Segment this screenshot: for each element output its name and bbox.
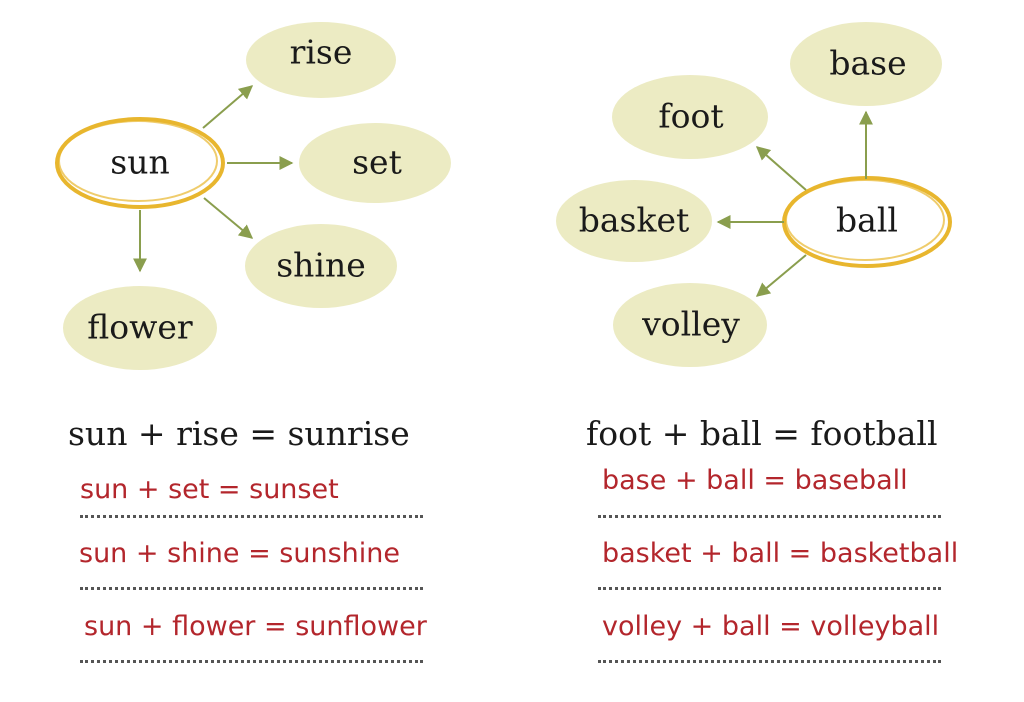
right-answer-line-1 bbox=[598, 515, 941, 518]
right-word-web: base foot basket volley ball bbox=[556, 22, 952, 367]
bubble-volley: volley bbox=[613, 283, 767, 367]
right-answer-line-2 bbox=[598, 587, 941, 590]
left-answer-line-1 bbox=[80, 515, 423, 518]
word-set: set bbox=[352, 143, 402, 182]
word-base: base bbox=[829, 44, 906, 83]
left-word-web: rise set shine flower sun bbox=[55, 22, 451, 370]
word-ball: ball bbox=[836, 201, 898, 240]
word-basket: basket bbox=[579, 201, 690, 240]
word-sun: sun bbox=[110, 143, 169, 182]
word-rise: rise bbox=[290, 33, 353, 72]
left-example-equation: sun + rise = sunrise bbox=[68, 414, 410, 453]
word-shine: shine bbox=[276, 246, 366, 285]
left-answer-line-3 bbox=[80, 660, 423, 663]
arrow-ball-to-volley bbox=[755, 254, 807, 297]
bubble-base: base bbox=[790, 22, 942, 106]
arrow-ball-to-foot bbox=[755, 146, 807, 191]
hub-ball: ball bbox=[782, 176, 952, 268]
left-answer-1: sun + set = sunset bbox=[80, 474, 339, 505]
bubble-set: set bbox=[299, 123, 451, 203]
arrow-sun-to-rise bbox=[202, 85, 254, 129]
right-answer-3: volley + ball = volleyball bbox=[602, 611, 940, 642]
bubble-basket: basket bbox=[556, 180, 712, 262]
left-answer-line-2 bbox=[80, 587, 423, 590]
word-foot: foot bbox=[658, 97, 723, 136]
left-answer-3: sun + flower = sunflower bbox=[84, 611, 427, 642]
hub-sun: sun bbox=[55, 117, 225, 209]
right-answer-line-3 bbox=[598, 660, 941, 663]
bubble-flower: flower bbox=[63, 286, 217, 370]
left-answer-2: sun + shine = sunshine bbox=[79, 538, 400, 569]
word-volley: volley bbox=[641, 305, 740, 344]
right-example-equation: foot + ball = football bbox=[586, 414, 938, 453]
right-answer-1: base + ball = baseball bbox=[602, 465, 908, 496]
arrow-sun-to-shine bbox=[203, 197, 254, 239]
bubble-shine: shine bbox=[245, 224, 397, 308]
right-answer-2: basket + ball = basketball bbox=[602, 538, 959, 569]
bubble-rise: rise bbox=[246, 22, 396, 98]
bubble-foot: foot bbox=[612, 75, 768, 159]
word-flower: flower bbox=[87, 308, 193, 347]
